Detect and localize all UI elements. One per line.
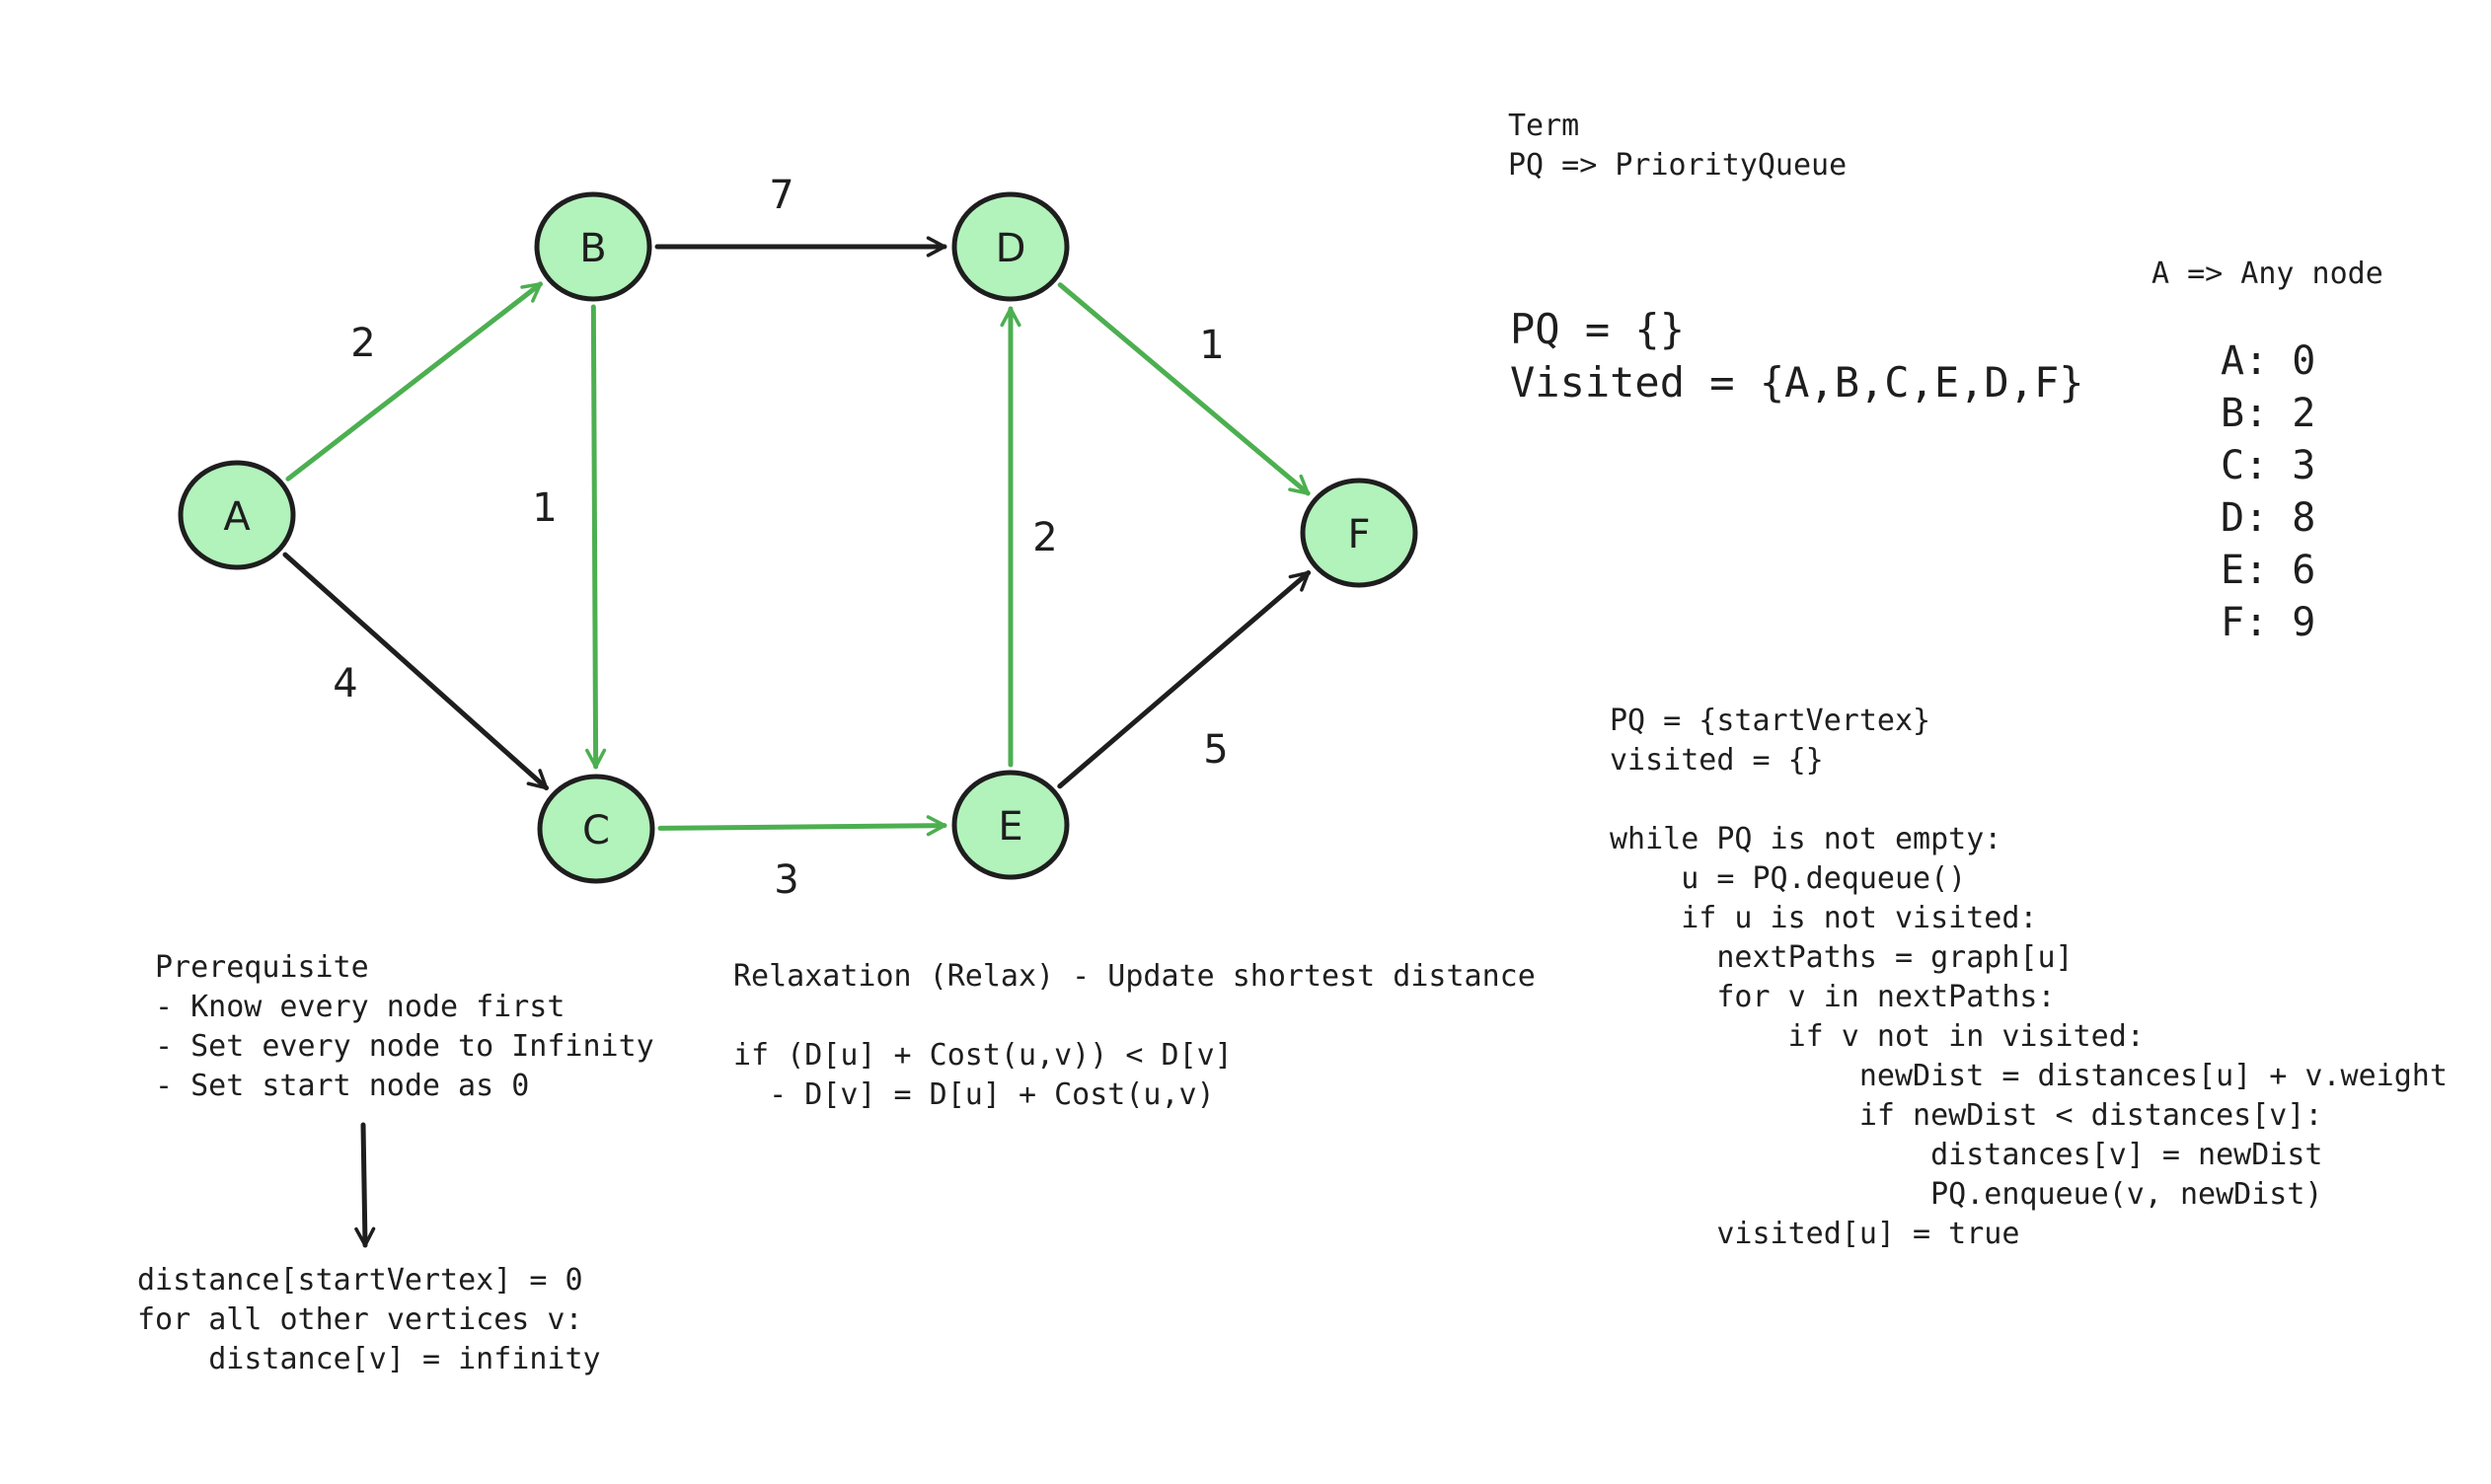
terms-block: Term PQ => PriorityQueue xyxy=(1508,107,1847,186)
node-label: C xyxy=(582,808,610,853)
edge-weight-a-c: 4 xyxy=(333,661,357,706)
visited-state: Visited = {A,B,C,E,D,F} xyxy=(1510,358,2084,407)
pseudocode-line: if newDist < distances[v]: xyxy=(1610,1098,2323,1133)
relaxation-line: - D[v] = D[u] + Cost(u,v) xyxy=(733,1077,1215,1112)
relaxation-block: Relaxation (Relax) - Update shortest dis… xyxy=(733,957,1536,1115)
pseudocode-line: u = PQ.dequeue() xyxy=(1610,861,1967,896)
node-circle xyxy=(534,191,652,302)
graph-edges: 2 4 7 1 3 2 1 5 xyxy=(282,173,1312,903)
any-node-definition: A => Any node xyxy=(2151,257,2383,291)
pseudocode-line: visited[u] = true xyxy=(1610,1217,2020,1251)
edge-e-f xyxy=(1057,569,1312,789)
pseudocode-line: PQ.enqueue(v, newDist) xyxy=(1610,1177,2323,1212)
edge-weight-e-d: 2 xyxy=(1032,515,1057,560)
node-a: A xyxy=(178,460,296,570)
distance-entry: B: 2 xyxy=(2221,391,2316,436)
init-code-line: distance[v] = infinity xyxy=(137,1342,601,1376)
node-circle xyxy=(1300,478,1418,588)
edge-a-c xyxy=(282,552,550,791)
prerequisite-block: Prerequisite - Know every node first - Set… xyxy=(155,948,654,1106)
distance-table: A: 0 B: 2 C: 3 D: 8 E: 6 F: 9 xyxy=(2221,335,2315,649)
pseudocode-line: visited = {} xyxy=(1610,743,1824,778)
pseudocode-line: PQ = {startVertex} xyxy=(1610,704,1931,738)
graph-nodes: A B C D E F xyxy=(178,191,1418,884)
distance-entry: D: 8 xyxy=(2221,495,2316,541)
pseudocode-line: nextPaths = graph[u] xyxy=(1610,940,2074,975)
node-c: C xyxy=(537,774,655,884)
distance-entry: F: 9 xyxy=(2221,600,2316,645)
prerequisite-arrow xyxy=(354,1122,376,1248)
distance-entry: C: 3 xyxy=(2221,443,2316,488)
node-circle xyxy=(951,770,1070,880)
distance-entry: A: 0 xyxy=(2221,338,2316,384)
pq-definition: PQ => PriorityQueue xyxy=(1508,148,1848,183)
init-code-line: for all other vertices v: xyxy=(137,1302,583,1337)
node-label: A xyxy=(223,494,251,540)
prerequisite-line: - Know every node first xyxy=(155,990,566,1024)
edge-d-f xyxy=(1057,282,1311,496)
edge-weight-b-d: 7 xyxy=(769,173,793,218)
init-code-line: distance[startVertex] = 0 xyxy=(137,1263,583,1298)
edge-weight-c-e: 3 xyxy=(774,857,798,903)
node-label: E xyxy=(998,804,1022,850)
pseudocode-line xyxy=(1610,780,2448,820)
pseudocode-line: if u is not visited: xyxy=(1610,901,2038,935)
node-d: D xyxy=(951,191,1070,302)
relaxation-line xyxy=(733,997,1536,1036)
node-label: F xyxy=(1347,512,1370,557)
terms-heading: Term xyxy=(1508,109,1580,143)
node-circle xyxy=(178,460,296,570)
relaxation-line: Relaxation (Relax) - Update shortest dis… xyxy=(733,959,1536,994)
node-circle xyxy=(537,774,655,884)
pseudocode-line: distances[v] = newDist xyxy=(1610,1138,2323,1172)
edge-a-b xyxy=(285,281,543,482)
relaxation-line: if (D[u] + Cost(u,v)) < D[v] xyxy=(733,1038,1233,1073)
pseudocode-line: while PQ is not empty: xyxy=(1610,822,2002,856)
edge-weight-b-c: 1 xyxy=(532,485,557,531)
edge-weight-e-f: 5 xyxy=(1203,727,1228,773)
node-e: E xyxy=(951,770,1070,880)
node-b: B xyxy=(534,191,652,302)
prerequisite-line: - Set every node to Infinity xyxy=(155,1029,654,1064)
node-label: B xyxy=(579,226,606,271)
prerequisite-line: - Set start node as 0 xyxy=(155,1069,530,1103)
edge-b-c xyxy=(585,304,607,770)
state-block: PQ = {} Visited = {A,B,C,E,D,F} xyxy=(1510,303,2084,409)
edge-weight-d-f: 1 xyxy=(1199,323,1224,368)
pseudocode-line: newDist = distances[u] + v.weight xyxy=(1610,1059,2448,1093)
distance-entry: E: 6 xyxy=(2221,548,2316,593)
node-f: F xyxy=(1300,478,1418,588)
pseudocode-line: if v not in visited: xyxy=(1610,1019,2145,1054)
node-label: D xyxy=(996,226,1026,271)
prerequisite-line: Prerequisite xyxy=(155,950,369,985)
pseudocode-line: for v in nextPaths: xyxy=(1610,980,2056,1014)
edge-weight-a-b: 2 xyxy=(350,321,375,366)
edge-c-e xyxy=(657,815,947,837)
init-code-block: distance[startVertex] = 0 for all other v… xyxy=(137,1261,601,1379)
dijkstra-pseudocode: PQ = {startVertex} visited = {} while PQ i… xyxy=(1610,702,2448,1254)
node-circle xyxy=(951,191,1070,302)
pq-state: PQ = {} xyxy=(1510,305,1686,353)
